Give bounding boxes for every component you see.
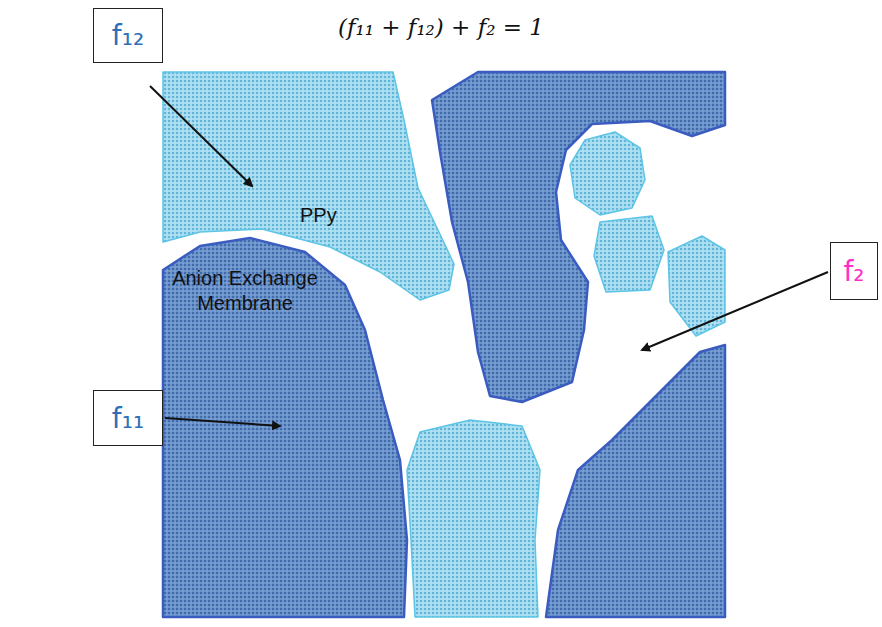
leader-arrows — [150, 86, 828, 426]
region-label: PPy — [300, 203, 337, 228]
label-box: f₁₁ — [93, 390, 163, 446]
region-label: Anion Exchange Membrane — [160, 266, 330, 316]
membrane-regions — [163, 72, 725, 617]
ppy-regions — [163, 72, 725, 617]
region-symbol: f₁₁ — [112, 402, 144, 435]
pore-space — [163, 72, 725, 617]
label-box: f₂ — [830, 242, 878, 300]
label-box: f₁₂ — [93, 8, 163, 63]
region-symbol: f₁₂ — [112, 19, 144, 52]
region-symbol: f₂ — [843, 255, 864, 288]
